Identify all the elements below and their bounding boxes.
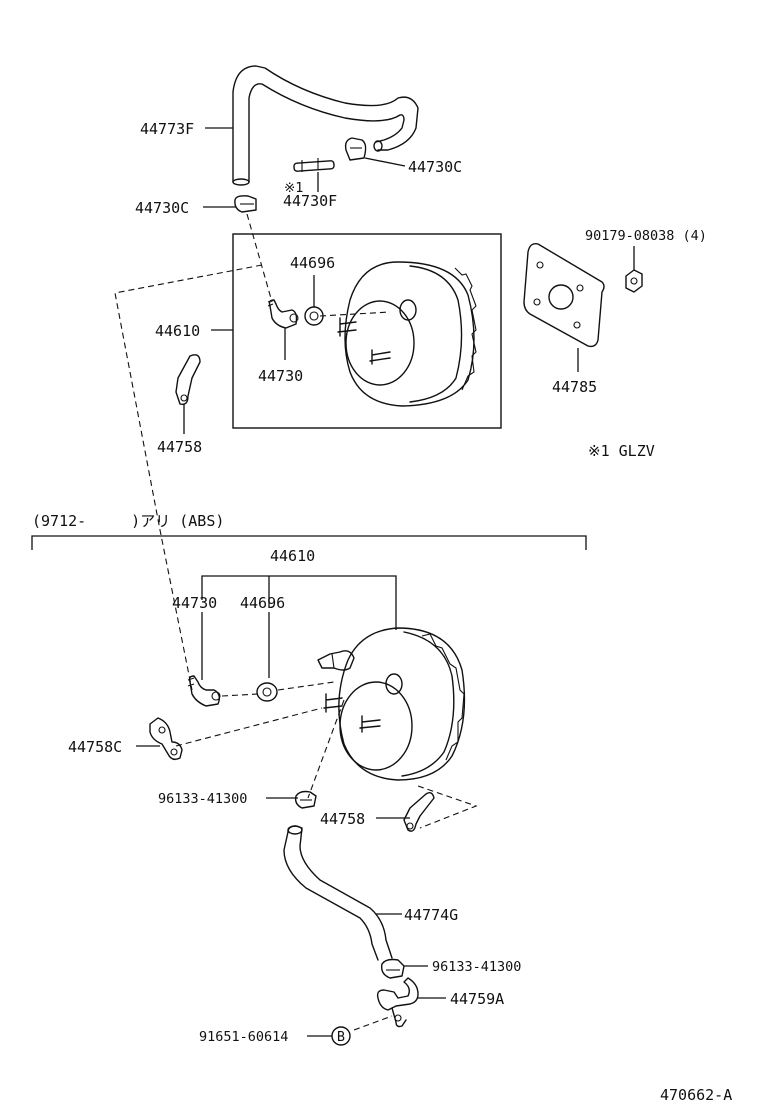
dash-valve-grommet bbox=[221, 693, 259, 697]
hose-44773f bbox=[232, 65, 419, 186]
label-44730c-left: 44730C bbox=[135, 199, 189, 217]
bracket-44758-upper bbox=[175, 354, 201, 406]
bracket-44758-lower bbox=[403, 791, 435, 832]
label-44696-upper: 44696 bbox=[290, 254, 335, 272]
pipe-44759a bbox=[376, 977, 419, 1028]
label-90179: 90179-08038 (4) bbox=[585, 228, 707, 244]
label-44774g: 44774G bbox=[404, 906, 458, 924]
label-44730f: 44730F bbox=[283, 192, 337, 210]
booster-box bbox=[232, 233, 502, 429]
dash-clip-valve bbox=[246, 213, 273, 303]
clip-44730c-right bbox=[344, 137, 367, 161]
hose-44774g bbox=[283, 825, 393, 961]
label-44785: 44785 bbox=[552, 378, 597, 396]
bolt-ref-letter: B bbox=[337, 1029, 345, 1045]
leader-44610-lower-group bbox=[201, 575, 397, 630]
dash-grommet-booster bbox=[277, 681, 335, 691]
section-title-abs: (9712- )アリ (ABS) bbox=[32, 512, 224, 530]
dash-booster-clip bbox=[307, 699, 345, 799]
leader-44730c-right bbox=[364, 157, 406, 167]
label-44773f: 44773F bbox=[140, 120, 194, 138]
label-44759a: 44759A bbox=[450, 990, 504, 1008]
clip-96133-upper bbox=[294, 790, 317, 809]
bolt-ref-circle bbox=[331, 1026, 351, 1046]
label-note-glzv: ※1 GLZV bbox=[588, 442, 655, 460]
dash-booster-bracket bbox=[417, 785, 478, 829]
section-bracket bbox=[31, 535, 587, 550]
union-44730f bbox=[293, 158, 335, 172]
label-44730-lower: 44730 bbox=[172, 594, 217, 612]
label-96133-lower: 96133-41300 bbox=[432, 959, 521, 975]
label-96133-upper: 96133-41300 bbox=[158, 791, 247, 807]
brake-booster-upper bbox=[337, 261, 477, 407]
label-44758-upper: 44758 bbox=[157, 438, 202, 456]
label-44758-lower: 44758 bbox=[320, 810, 365, 828]
label-note-mark: ※1 bbox=[284, 180, 303, 196]
label-91651: 91651-60614 bbox=[199, 1029, 288, 1045]
label-44730-upper: 44730 bbox=[258, 367, 303, 385]
brake-booster-lower bbox=[317, 627, 466, 781]
dash-bracketc-booster bbox=[175, 707, 323, 747]
dash-long-upper bbox=[114, 264, 263, 691]
label-44696-lower: 44696 bbox=[240, 594, 285, 612]
label-44758c: 44758C bbox=[68, 738, 122, 756]
label-44610-upper: 44610 bbox=[155, 322, 200, 340]
grommet-44696-lower bbox=[256, 682, 278, 702]
label-44730c-right: 44730C bbox=[408, 158, 462, 176]
check-valve-44730-lower bbox=[187, 675, 221, 707]
clip-44730c-left bbox=[234, 195, 257, 213]
dash-bolt-pipe bbox=[353, 1015, 393, 1031]
gasket-44785 bbox=[523, 242, 605, 348]
nut-90179 bbox=[625, 269, 643, 293]
diagram-id: 470662-A bbox=[660, 1086, 732, 1104]
bracket-44758c bbox=[149, 717, 183, 761]
clip-96133-lower bbox=[380, 958, 405, 979]
check-valve-44730-upper bbox=[267, 299, 299, 329]
label-44610-lower: 44610 bbox=[270, 547, 315, 565]
